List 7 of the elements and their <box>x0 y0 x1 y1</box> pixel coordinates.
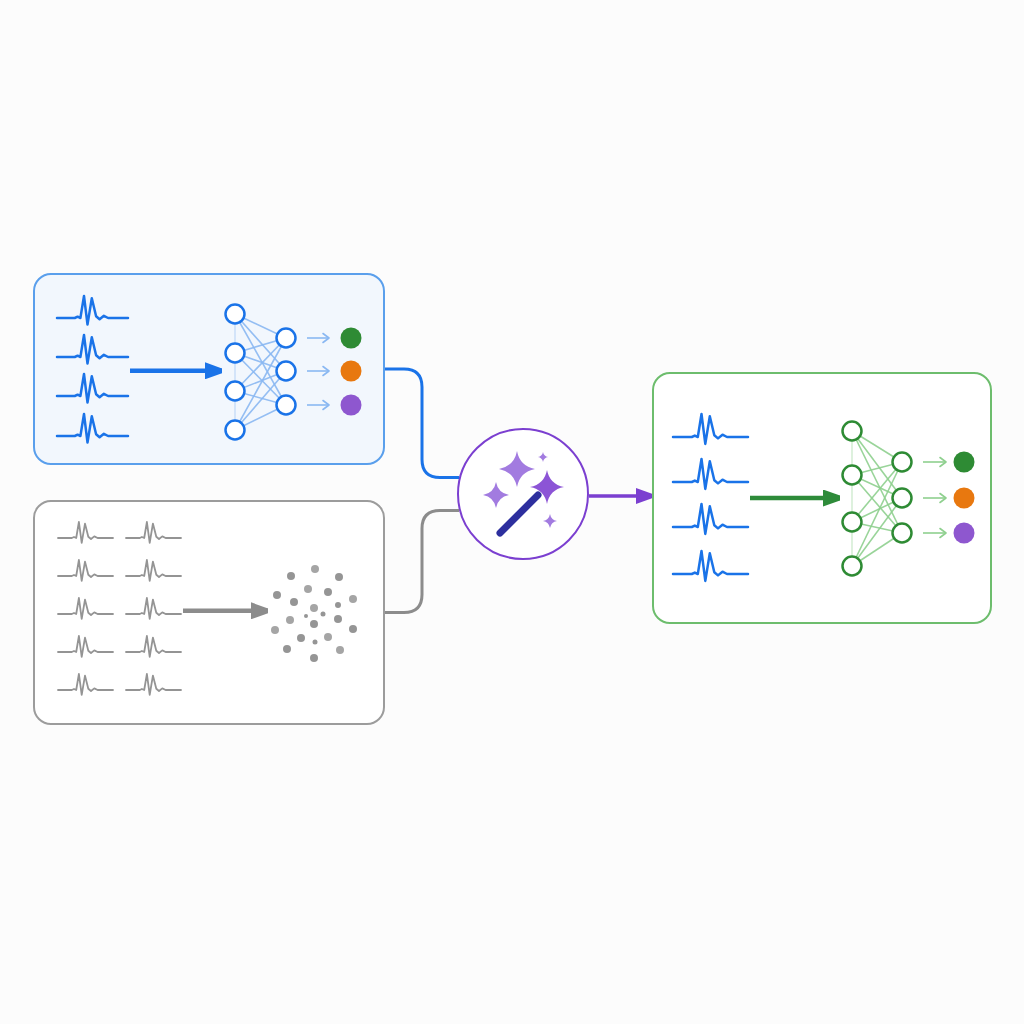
connector-line <box>385 367 460 479</box>
waveform-traces <box>55 294 130 445</box>
process-box <box>33 500 385 725</box>
connector-line <box>385 509 460 614</box>
point-cloud <box>268 562 360 664</box>
waveform-traces <box>56 520 183 697</box>
waveform-traces <box>671 412 750 583</box>
